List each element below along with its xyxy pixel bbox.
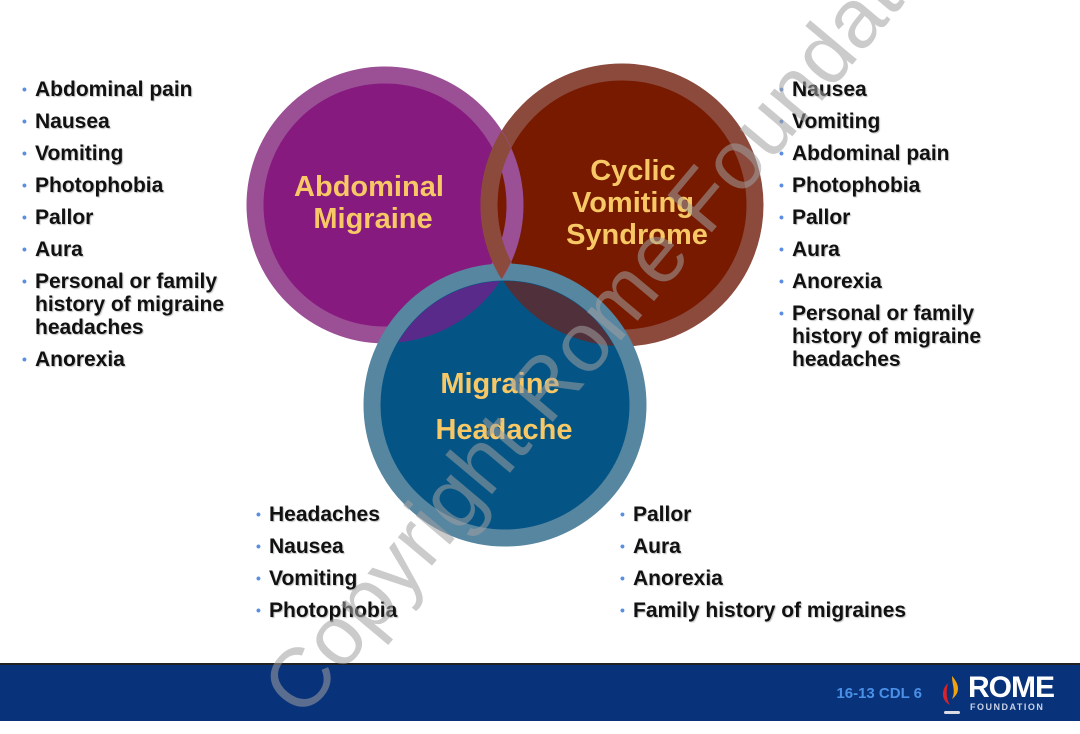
list-item-text: Photophobia [792,174,921,197]
am-ring-over [481,66,524,344]
list-item-text: Abdominal pain [35,78,193,101]
list-item: • Anorexia [620,567,980,590]
migraine-headache-label: Migraine Headache [435,368,572,446]
bullet-icon: • [620,602,625,618]
bullet-icon: • [256,506,261,522]
bullet-icon: • [256,602,261,618]
list-item-text: Photophobia [269,599,398,622]
list-item: • Personal or family history of migraine … [22,270,267,339]
list-item: • Anorexia [22,348,267,371]
bullet-icon: • [620,570,625,586]
list-item-text: Pallor [35,206,94,229]
list-item: • Nausea [779,78,1019,101]
list-item-text: Aura [35,238,83,261]
bullet-icon: • [779,241,784,257]
list-item-text: Anorexia [792,270,882,293]
migraine-headache-symptom-list-left: • Headaches • Nausea • Vomiting • Photophobia [256,503,456,631]
bullet-icon: • [779,81,784,97]
list-item-text: Aura [792,238,840,261]
bullet-icon: • [256,570,261,586]
list-item-text: Aura [633,535,681,558]
list-item: • Vomiting [256,567,456,590]
bullet-icon: • [22,351,27,367]
flame-icon [942,676,960,714]
list-item: • Nausea [22,110,267,133]
logo-word: ROME [968,671,1055,704]
cyclic-vomiting-symptom-list: • Nausea • Vomiting • Abdominal pain • Photopho… [779,78,1019,380]
bullet-icon: • [22,209,27,225]
list-item-text: Nausea [35,110,110,133]
list-item: • Photophobia [22,174,267,197]
list-item: • Abdominal pain [779,142,1019,165]
bullet-icon: • [22,241,27,257]
slide-code: 16-13 CDL 6 [836,685,922,702]
bullet-icon: • [779,145,784,161]
list-item-text: Personal or family history of migraine h… [35,270,225,339]
bullet-icon: • [620,538,625,554]
rome-foundation-logo: ROME FOUNDATION [938,671,1068,717]
list-item: • Vomiting [779,110,1019,133]
migraine-headache-circle [363,263,647,547]
cyclic-vomiting-label: Cyclic Vomiting Syndrome [566,155,708,251]
list-item: • Pallor [22,206,267,229]
list-item: • Abdominal pain [22,78,267,101]
bullet-icon: • [779,177,784,193]
list-item-text: Vomiting [269,567,358,590]
migraine-headache-symptom-list-right: • Pallor • Aura • Anorexia • Family history of … [620,503,980,631]
bullet-icon: • [22,177,27,193]
bullet-icon: • [779,113,784,129]
list-item: • Pallor [779,206,1019,229]
list-item-text: Vomiting [792,110,881,133]
list-item: • Vomiting [22,142,267,165]
abdominal-migraine-symptom-list: • Abdominal pain • Nausea • Vomiting • Photopho… [22,78,267,380]
list-item: • Personal or family history of migraine … [779,302,1019,371]
bullet-icon: • [22,273,27,289]
bullet-icon: • [620,506,625,522]
list-item: • Pallor [620,503,980,526]
bullet-icon: • [22,113,27,129]
list-item-text: Vomiting [35,142,124,165]
list-item: • Nausea [256,535,456,558]
list-item-text: Anorexia [35,348,125,371]
bullet-icon: • [22,145,27,161]
list-item-text: Nausea [792,78,867,101]
bullet-icon: • [779,305,784,321]
abdominal-migraine-label: Abdominal Migraine [294,171,452,235]
list-item-text: Nausea [269,535,344,558]
bullet-icon: • [256,538,261,554]
list-item-text: Photophobia [35,174,164,197]
list-item-text: Headaches [269,503,380,526]
cv-ring-over [480,67,523,343]
list-item-text: Pallor [633,503,692,526]
list-item-text: Abdominal pain [792,142,950,165]
list-item-text: Family history of migraines [633,599,907,622]
list-item: • Aura [620,535,980,558]
bullet-icon: • [22,81,27,97]
list-item: • Headaches [256,503,456,526]
list-item-text: Pallor [792,206,851,229]
bullet-icon: • [779,209,784,225]
bullet-icon: • [779,273,784,289]
list-item: • Aura [22,238,267,261]
list-item: • Aura [779,238,1019,261]
list-item: • Anorexia [779,270,1019,293]
list-item-text: Anorexia [633,567,723,590]
logo-subtitle: FOUNDATION [970,702,1045,712]
footer-bar: 16-13 CDL 6 ROME FOUNDATION [0,663,1080,721]
list-item: • Family history of migraines [620,599,980,622]
venn-diagram: Abdominal Migraine Cyclic Vomiting Syndr… [246,63,764,547]
list-item: • Photophobia [256,599,456,622]
list-item-text: Personal or family history of migraine h… [792,302,982,371]
list-item: • Photophobia [779,174,1019,197]
